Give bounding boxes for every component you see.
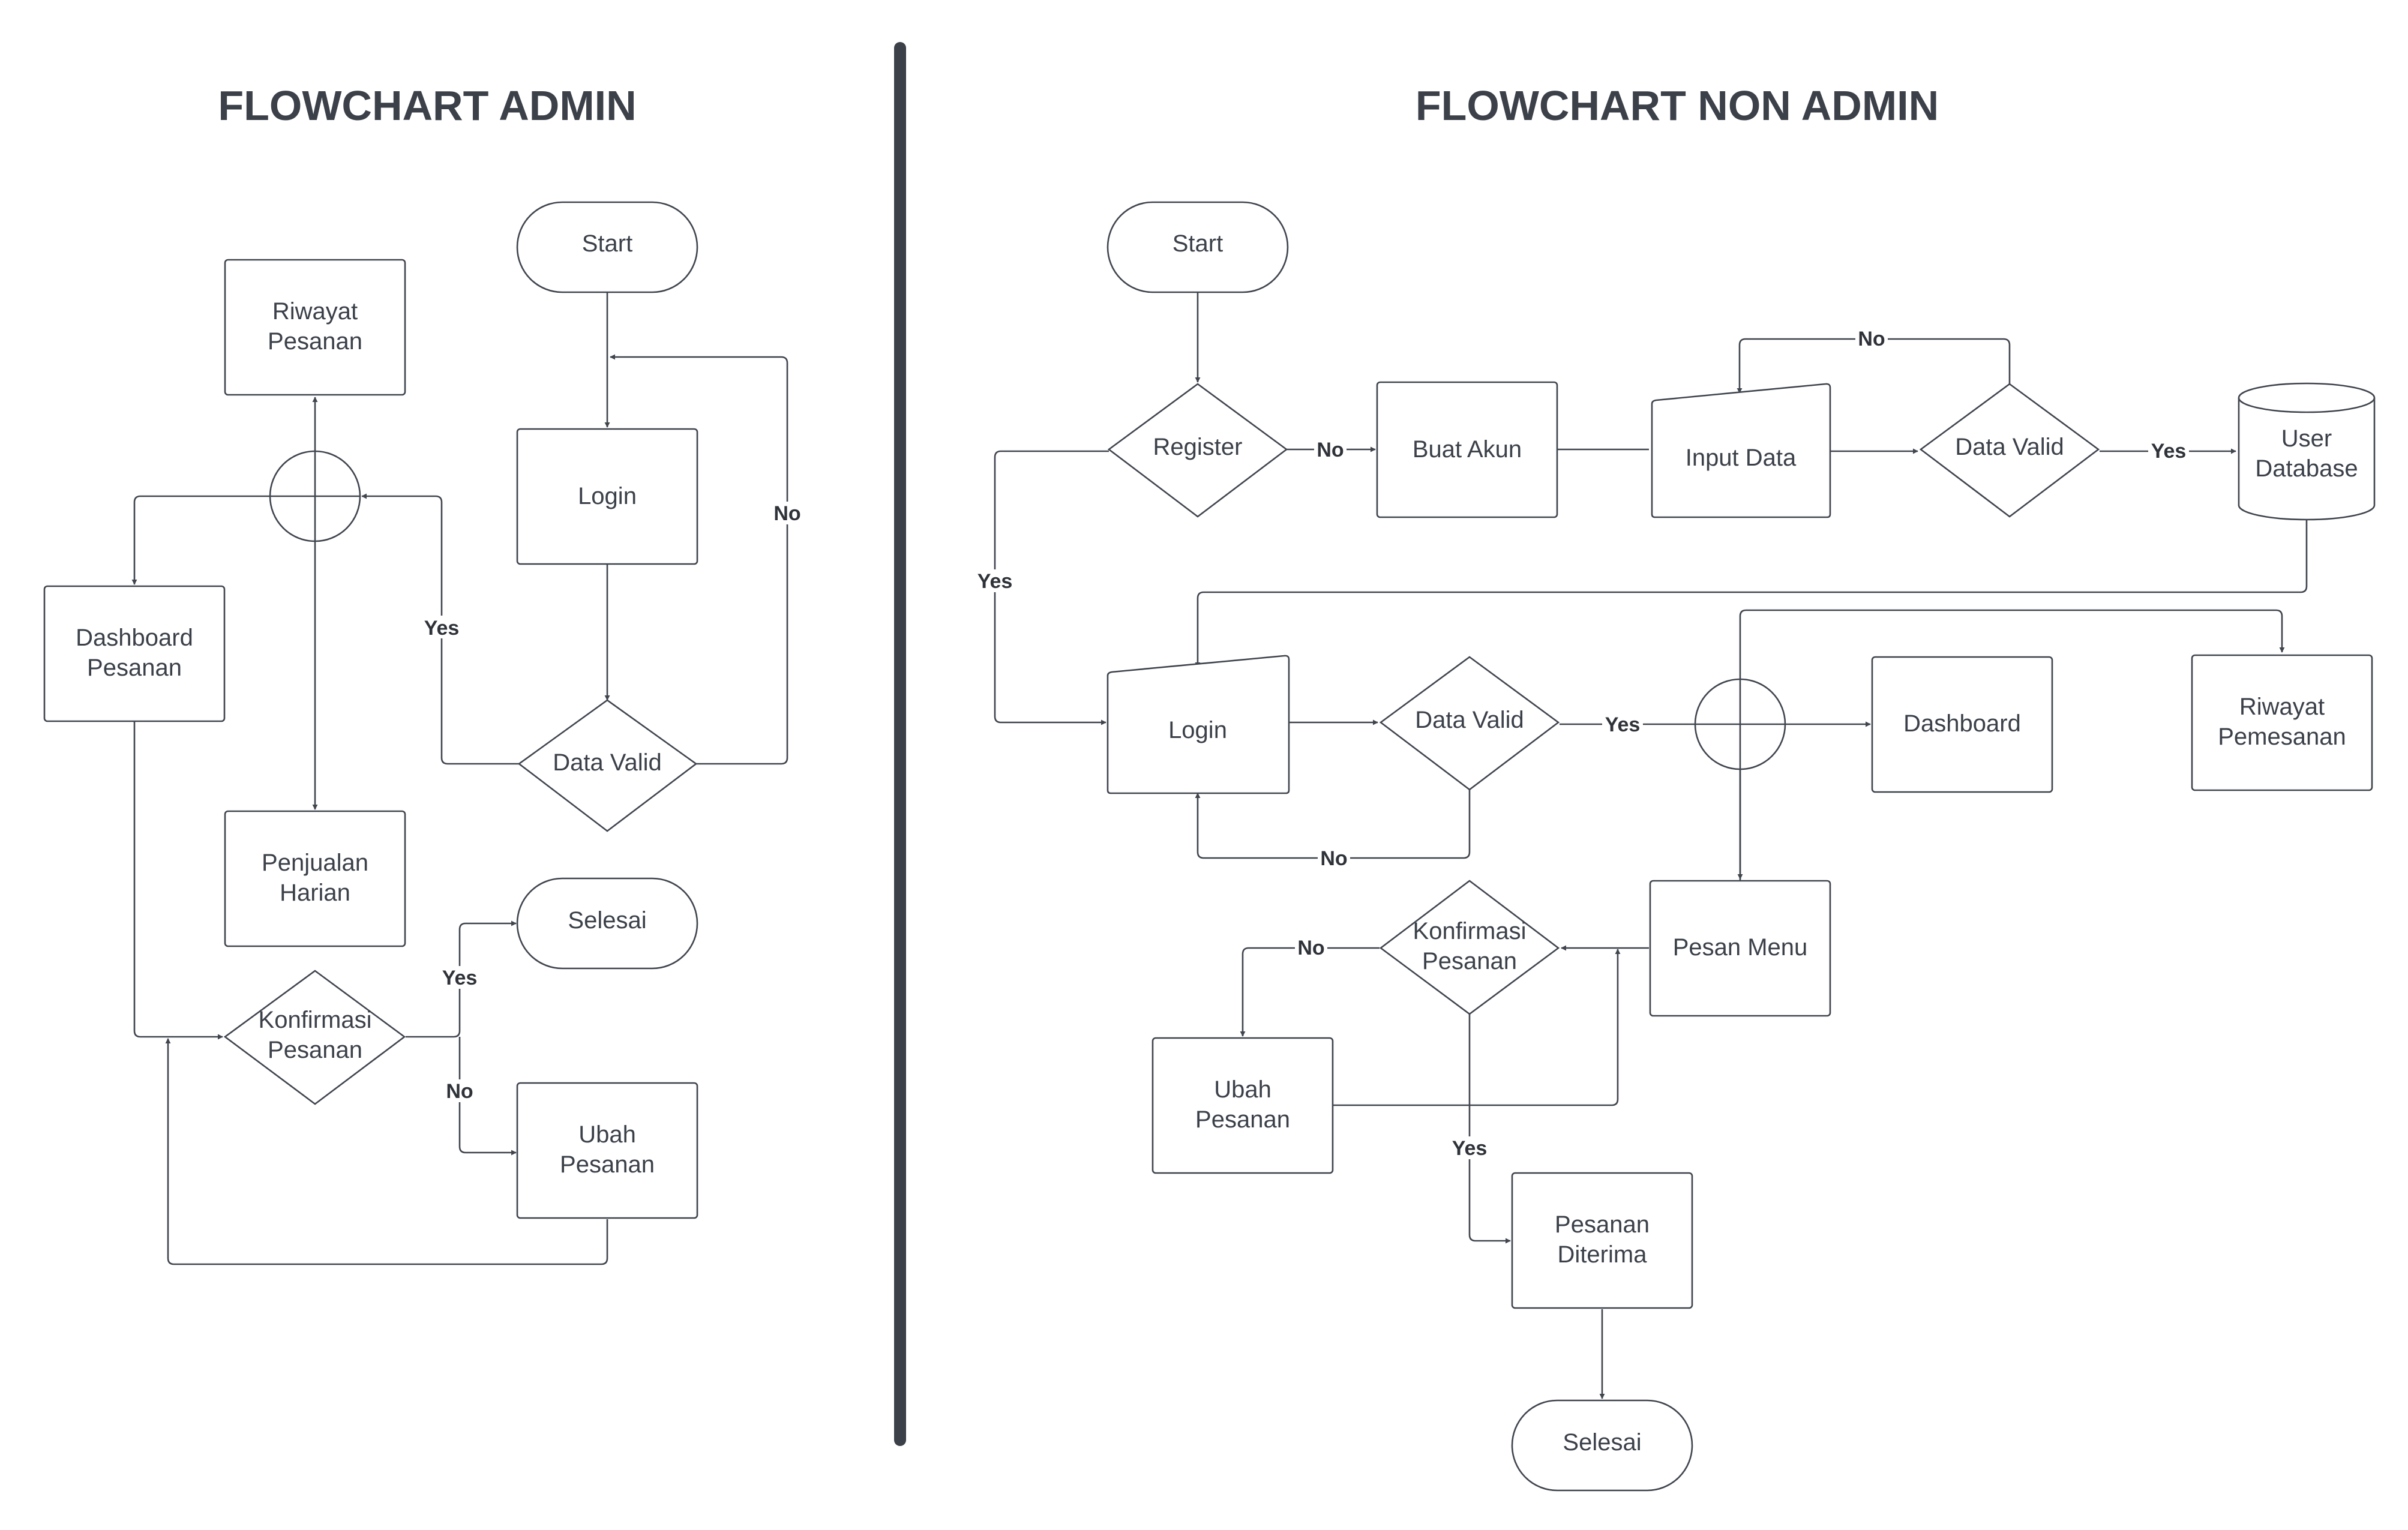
na-register-yes-label: Yes xyxy=(977,570,1013,593)
admin-penjualan-harian-box xyxy=(224,810,406,947)
na-ubah-pesanan-box xyxy=(1151,1037,1334,1174)
admin-edge-konfirmasi-no xyxy=(458,1037,517,1156)
admin-edge-dashboard-konfirmasi xyxy=(133,721,223,1040)
na-input-data-shape xyxy=(1651,383,1831,518)
na-label-bg xyxy=(1314,439,1347,461)
na-konfirmasi-diamond xyxy=(1379,880,1560,1015)
na-register-diamond xyxy=(1107,383,1288,518)
admin-data-valid-label: Data Valid xyxy=(553,749,662,776)
na-konfirmasi-yes-label: Yes xyxy=(1452,1137,1488,1160)
na-data-valid-2-diamond xyxy=(1379,656,1560,791)
admin-title: FLOWCHART ADMIN xyxy=(218,82,636,129)
admin-dashboard-pesanan-box xyxy=(43,585,226,722)
na-buat-akun-label: Buat Akun xyxy=(1413,436,1522,463)
na-konfirmasi-no-label: No xyxy=(1297,937,1324,959)
admin-valid-no-label: No xyxy=(773,502,800,525)
admin-ubah-pesanan-box xyxy=(516,1082,698,1219)
na-login-label: Login xyxy=(1168,717,1227,743)
na-edge-konfirmasi-yes xyxy=(1468,1014,1511,1244)
na-edge-database-login xyxy=(1195,520,2308,668)
na-valid2-yes-label: Yes xyxy=(1605,713,1641,736)
admin-label-bg xyxy=(421,616,462,638)
na-start-label: Start xyxy=(1172,230,1223,257)
non-admin-title: FLOWCHART NON ADMIN xyxy=(1416,82,1939,129)
na-dashboard-label: Dashboard xyxy=(1903,710,2021,737)
na-valid1-no-label: No xyxy=(1858,328,1885,350)
na-label-bg xyxy=(2148,439,2189,462)
admin-konfirmasi-yes-label: Yes xyxy=(442,967,478,989)
na-edge-junction-riwayat xyxy=(1739,609,2285,882)
na-input-data-label: Input Data xyxy=(1686,445,1797,471)
admin-edge-ubah-loop xyxy=(165,1038,608,1265)
non-admin-flowchart: Start Register Buat Akun Input Data Data… xyxy=(974,201,2376,1492)
admin-label-bg xyxy=(771,502,803,524)
na-buat-akun-box xyxy=(1376,381,1558,518)
na-register-label: Register xyxy=(1153,434,1243,460)
admin-konfirmasi-diamond xyxy=(223,970,406,1105)
admin-riwayat-pesanan-box xyxy=(224,259,406,396)
na-valid2-no-label: No xyxy=(1320,847,1347,870)
admin-login-label: Login xyxy=(578,483,637,509)
admin-valid-yes-label: Yes xyxy=(424,617,460,640)
na-start-terminal xyxy=(1106,201,1289,293)
na-register-no-label: No xyxy=(1317,439,1344,461)
na-pesan-menu-label: Pesan Menu xyxy=(1673,934,1808,961)
non-admin-connectors xyxy=(994,292,2308,1399)
na-login-shape xyxy=(1106,655,1290,794)
na-label-bg xyxy=(1449,1136,1490,1159)
na-edge-ubah-loop xyxy=(1333,949,1621,1106)
na-user-database-cylinder xyxy=(2238,382,2376,521)
admin-data-valid-diamond xyxy=(517,699,698,832)
na-riwayat-pemesanan-box xyxy=(2191,654,2373,791)
na-label-bg xyxy=(974,569,1015,592)
na-label-bg xyxy=(1602,713,1643,736)
admin-label-bg xyxy=(439,966,480,989)
na-selesai-label: Selesai xyxy=(1563,1429,1641,1456)
admin-selesai-label: Selesai xyxy=(568,907,646,934)
admin-edge-junction-dashboard xyxy=(131,495,270,585)
na-valid1-yes-label: Yes xyxy=(2151,440,2187,463)
na-selesai-terminal xyxy=(1511,1399,1693,1492)
na-pesan-menu-box xyxy=(1649,880,1831,1017)
na-label-bg xyxy=(1855,327,1888,350)
admin-edge-valid-no xyxy=(610,354,788,765)
admin-label-bg xyxy=(443,1079,476,1102)
admin-start-label: Start xyxy=(582,230,632,257)
na-label-bg xyxy=(1318,847,1350,869)
admin-login-box xyxy=(516,428,698,565)
na-data-valid-1-label: Data Valid xyxy=(1955,434,2064,460)
na-data-valid-2-label: Data Valid xyxy=(1415,707,1524,733)
na-dashboard-box xyxy=(1871,656,2053,793)
na-edge-konfirmasi-no xyxy=(1240,947,1380,1037)
na-label-bg xyxy=(1295,936,1327,959)
admin-start-terminal xyxy=(516,201,698,293)
na-pesanan-diterima-box xyxy=(1511,1172,1693,1309)
admin-selesai-terminal xyxy=(516,877,698,970)
admin-konfirmasi-no-label: No xyxy=(446,1080,473,1103)
na-data-valid-1-diamond xyxy=(1919,383,2100,518)
